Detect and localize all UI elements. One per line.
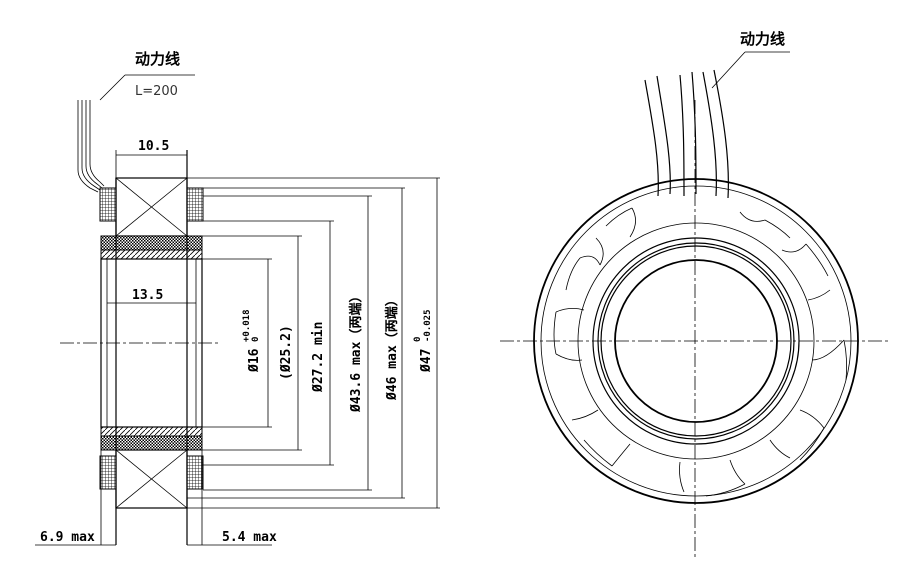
lower-left-winding bbox=[99, 455, 117, 490]
outer-ring-2 bbox=[540, 185, 852, 497]
dim-5-4: 5.4 max bbox=[222, 530, 277, 545]
dim-d47: Ø47 bbox=[419, 349, 434, 373]
side-cable-length: L=200 bbox=[135, 84, 178, 99]
upper-left-winding bbox=[99, 187, 117, 222]
side-cable-leader bbox=[99, 74, 126, 101]
front-cable-label: 动力线 bbox=[740, 30, 785, 48]
dim-d16: Ø16 bbox=[247, 348, 262, 373]
front-cable-leader bbox=[711, 51, 746, 89]
dim-d16-tol-lower: 0 bbox=[251, 337, 261, 342]
side-cable-label: 动力线 bbox=[135, 50, 180, 68]
outer-ring bbox=[533, 178, 859, 504]
inner-ring-3 bbox=[600, 245, 792, 437]
dim-d25: (Ø25.2) bbox=[279, 325, 294, 380]
side-cable bbox=[77, 100, 105, 193]
upper-right-winding bbox=[186, 187, 204, 222]
dim-d43: Ø43.6 max（两端） bbox=[348, 290, 364, 413]
bore-ring bbox=[614, 259, 778, 423]
front-cable bbox=[644, 69, 729, 199]
dim-13-5: 13.5 bbox=[132, 288, 163, 303]
inner-ring-outer bbox=[592, 237, 800, 445]
dim-d46: Ø46 max（两端） bbox=[384, 293, 400, 401]
dim-d47-tol-upper: 0 bbox=[413, 337, 423, 342]
side-view: 动力线 L=200 10.5 1 bbox=[35, 50, 440, 546]
dim-d47-tol-lower: -0.025 bbox=[423, 309, 433, 342]
winding-segments bbox=[553, 207, 848, 497]
front-view: 动力线 bbox=[500, 30, 890, 560]
mid-ring bbox=[577, 222, 815, 460]
dim-10-5: 10.5 bbox=[138, 139, 169, 154]
inner-ring-2 bbox=[597, 242, 795, 440]
dim-6-9: 6.9 max bbox=[40, 530, 95, 545]
dim-d16-tol-upper: +0.018 bbox=[242, 309, 252, 342]
lower-right-winding bbox=[186, 455, 204, 490]
dim-d27: Ø27.2 min bbox=[311, 322, 326, 393]
